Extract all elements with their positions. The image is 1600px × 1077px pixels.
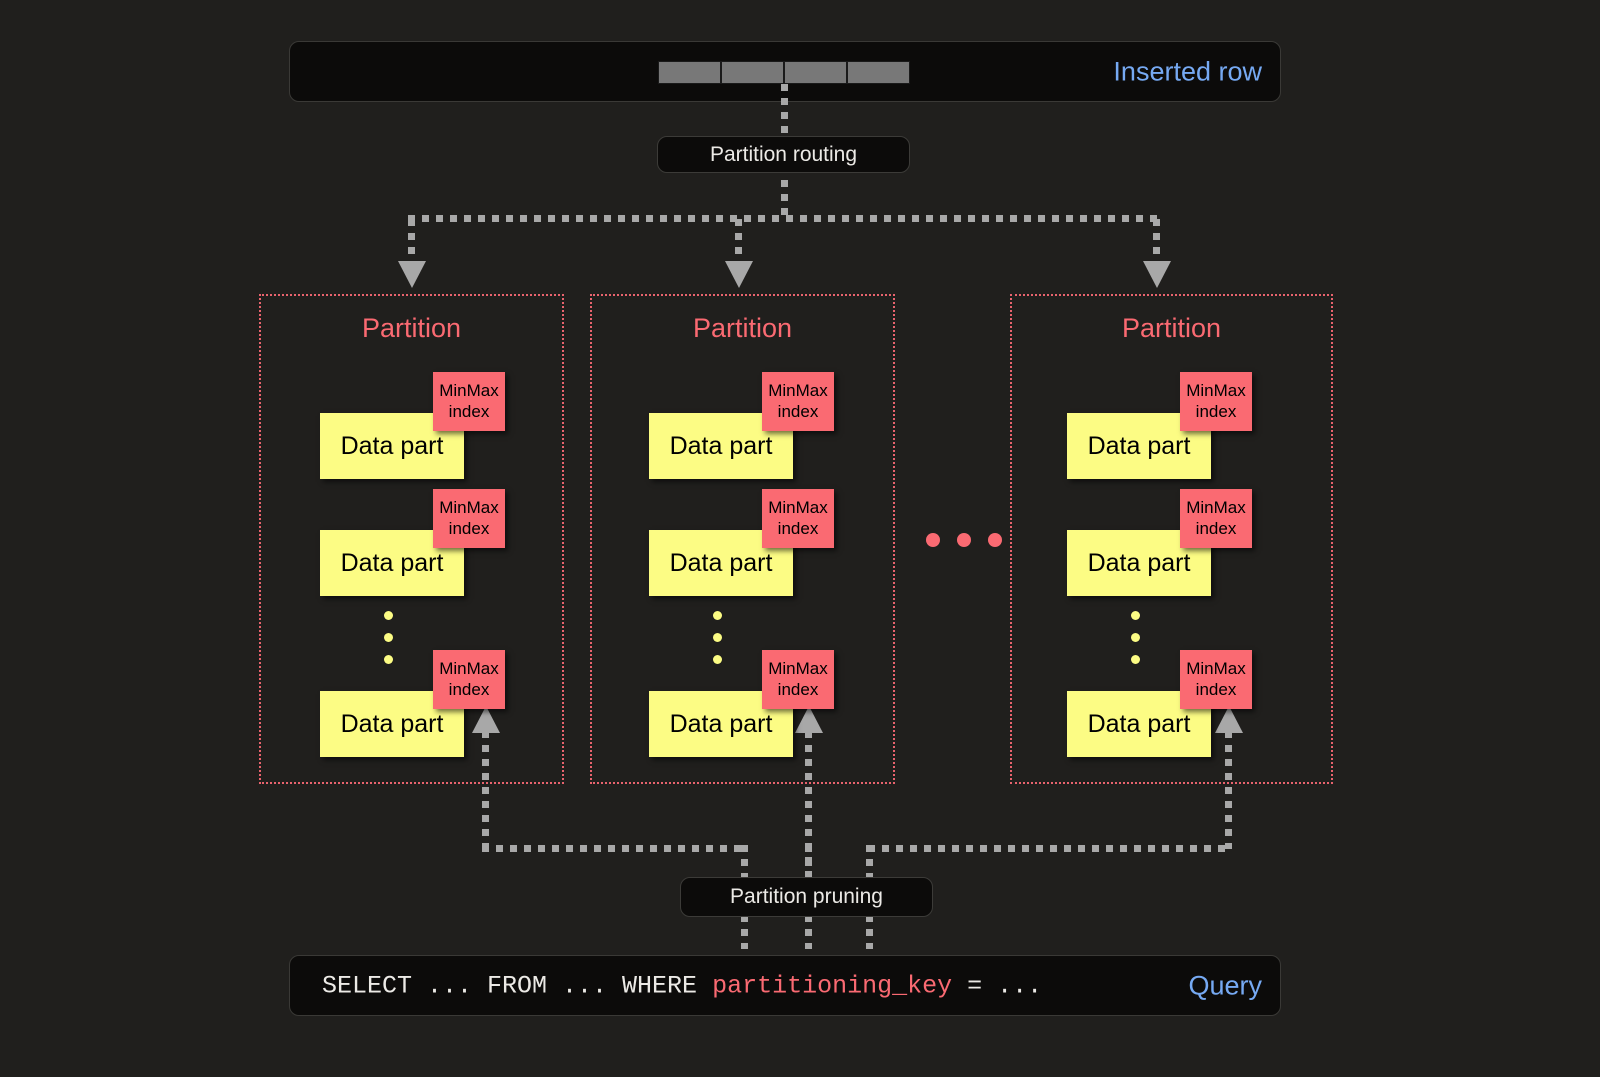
partition-1-data-part-2: Data part <box>320 530 464 596</box>
partitions-horizontal-ellipsis <box>926 533 1002 547</box>
minmax-line2: index <box>1195 401 1237 421</box>
partition-3-data-part-1: Data part <box>1067 413 1211 479</box>
inserted-row-cells <box>658 61 910 84</box>
arrow-into-partition-2 <box>725 261 753 288</box>
partition-routing-label: Partition routing <box>709 142 858 166</box>
connector-bus-to-partition-2 <box>735 219 742 265</box>
prune-bus-right <box>868 845 1232 852</box>
ellipsis-dot <box>384 633 393 642</box>
minmax-line2: index <box>777 401 819 421</box>
partition-3-vertical-ellipsis <box>1131 611 1140 677</box>
minmax-line1: MinMax <box>439 380 499 400</box>
connector-prune-leg-3 <box>1225 731 1232 849</box>
row-cell <box>658 61 721 84</box>
ellipsis-dot <box>1131 611 1140 620</box>
arrow-into-partition-1 <box>398 261 426 288</box>
query-prefix: SELECT ... FROM ... WHERE <box>322 971 713 1000</box>
minmax-line1: MinMax <box>439 658 499 678</box>
ellipsis-dot <box>1131 633 1140 642</box>
ellipsis-dot <box>926 533 940 547</box>
minmax-line1: MinMax <box>768 380 828 400</box>
minmax-line2: index <box>448 679 490 699</box>
minmax-line1: MinMax <box>768 658 828 678</box>
inserted-row-label: Inserted row <box>1113 56 1262 86</box>
minmax-line2: index <box>777 679 819 699</box>
partition-1: Partition <box>259 294 564 784</box>
minmax-line1: MinMax <box>1186 497 1246 517</box>
partition-1-title: Partition <box>361 313 462 343</box>
ellipsis-dot <box>384 611 393 620</box>
arrow-into-partition-3 <box>1143 261 1171 288</box>
partition-2-title: Partition <box>692 313 793 343</box>
connector-prune-leg-1 <box>482 731 489 849</box>
connector-prune-leg-2 <box>805 731 812 877</box>
partition-3-title: Partition <box>1121 313 1222 343</box>
ellipsis-dot <box>1131 655 1140 664</box>
minmax-line1: MinMax <box>1186 658 1246 678</box>
ellipsis-dot <box>988 533 1002 547</box>
minmax-line2: index <box>448 401 490 421</box>
ellipsis-dot <box>713 633 722 642</box>
ellipsis-dot <box>713 655 722 664</box>
minmax-line2: index <box>1195 679 1237 699</box>
partition-routing-box: Partition routing <box>657 136 910 173</box>
arrow-into-partition-3-part <box>1215 706 1243 733</box>
partition-1-vertical-ellipsis <box>384 611 393 677</box>
connector-insert-to-routing <box>781 84 788 144</box>
query-bar: SELECT ... FROM ... WHERE partitioning_k… <box>289 955 1281 1016</box>
prune-bus-left <box>482 845 747 852</box>
minmax-line1: MinMax <box>768 497 828 517</box>
arrow-into-partition-1-part <box>472 706 500 733</box>
ellipsis-dot <box>957 533 971 547</box>
partition-2: Partition <box>590 294 895 784</box>
partition-3: Partition <box>1010 294 1333 784</box>
query-label: Query <box>1188 970 1262 1000</box>
connector-routing-to-bus <box>781 166 788 219</box>
minmax-line2: index <box>448 518 490 538</box>
minmax-line1: MinMax <box>439 497 499 517</box>
partition-1-data-part-1: Data part <box>320 413 464 479</box>
routing-bus <box>408 215 1160 222</box>
query-suffix: = ... <box>952 971 1043 1000</box>
connector-bus-to-partition-3 <box>1153 219 1160 265</box>
partition-pruning-label: Partition pruning <box>730 885 883 908</box>
minmax-line2: index <box>777 518 819 538</box>
ellipsis-dot <box>384 655 393 664</box>
minmax-line2: index <box>1195 518 1237 538</box>
query-text: SELECT ... FROM ... WHERE partitioning_k… <box>322 971 1042 1000</box>
arrow-into-partition-2-part <box>795 706 823 733</box>
row-cell <box>847 61 910 84</box>
partition-pruning-box: Partition pruning <box>680 877 933 917</box>
row-cell <box>784 61 847 84</box>
ellipsis-dot <box>713 611 722 620</box>
connector-bus-to-partition-1 <box>408 219 415 265</box>
partition-2-vertical-ellipsis <box>713 611 722 677</box>
minmax-line1: MinMax <box>1186 380 1246 400</box>
query-partitioning-key: partitioning_key <box>712 971 953 1000</box>
row-cell <box>721 61 784 84</box>
